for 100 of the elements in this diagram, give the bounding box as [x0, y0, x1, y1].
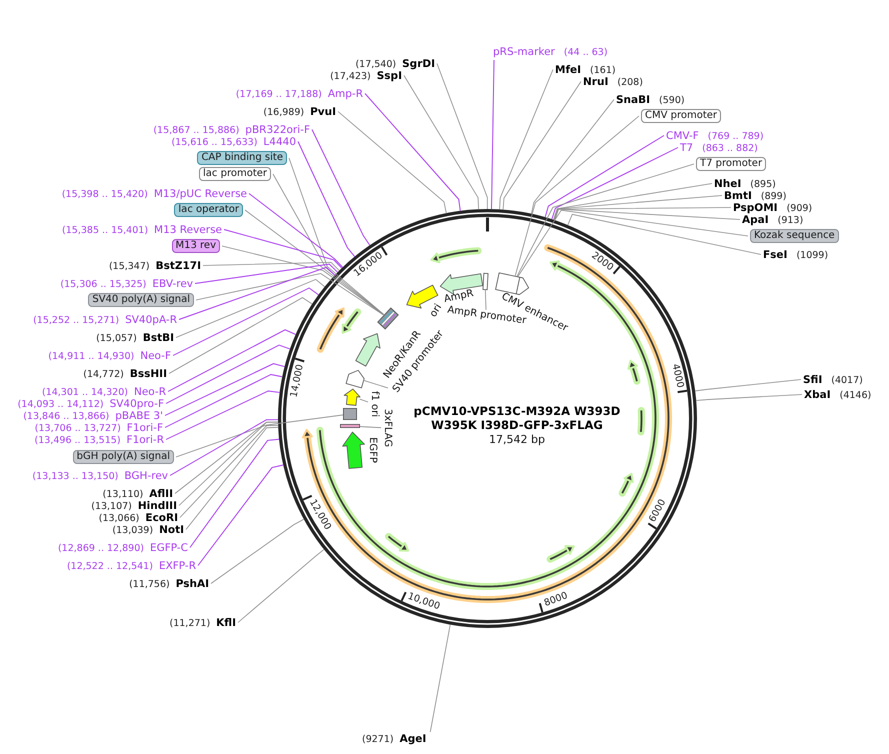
feature-label: bGH poly(A) signal — [72, 450, 174, 464]
restriction-site-label: XbaI (4146) — [804, 387, 872, 402]
leader-line — [176, 278, 326, 338]
leader-line — [170, 419, 278, 476]
primer-label: (12,522 .. 12,541) EXFP-R — [66, 558, 196, 573]
leader-line — [164, 363, 286, 416]
restriction-site-label: (14,772) BssHII — [83, 366, 167, 381]
leader-line — [288, 158, 384, 315]
restriction-site-label: (11,271) KflI — [170, 615, 236, 630]
restriction-site-label: MfeI (161) — [555, 62, 616, 77]
feature-label: lac operator — [174, 203, 243, 217]
restriction-site-label: SnaBI (590) — [616, 92, 685, 107]
primer-label: (15,867 .. 15,886) pBR322ori-F — [153, 122, 310, 137]
primer-label: (15,398 .. 15,420) M13/pUC Reverse — [62, 186, 247, 201]
leader-line — [484, 289, 486, 310]
leader-line — [516, 164, 694, 277]
leader-line — [190, 438, 280, 548]
scale-number: 4000 — [668, 362, 686, 390]
leader-line — [531, 99, 614, 214]
feature-block — [343, 408, 357, 420]
primer-label: (15,306 .. 15,325) EBV-rev — [60, 276, 193, 291]
leader-line — [196, 273, 384, 316]
leader-line — [202, 262, 340, 271]
primer-label: (12,869 .. 12,890) EGFP-C — [58, 540, 188, 555]
feature-label: 3xFLAG — [381, 408, 394, 448]
leader-line — [514, 116, 640, 276]
leader-line — [166, 344, 290, 404]
leader-line — [224, 229, 342, 269]
leader-line — [491, 60, 494, 210]
restriction-site-label: FseI (1099) — [763, 247, 828, 262]
restriction-site-label: (17,423) SspI — [330, 68, 402, 83]
leader-line — [248, 193, 344, 268]
leader-line — [168, 297, 312, 374]
restriction-site-label: (16,989) PvuI — [263, 104, 336, 119]
leader-line — [553, 183, 712, 220]
primer-label: (14,301 .. 14,320) Neo-R — [42, 384, 166, 399]
leader-line — [272, 174, 384, 315]
leader-line — [553, 195, 722, 220]
leader-line — [178, 266, 336, 320]
primer-label: (13,133 .. 13,150) BGH-rev — [32, 468, 168, 483]
leader-line — [430, 624, 451, 732]
leader-line — [198, 464, 284, 566]
restriction-site-label: ApaI (913) — [742, 212, 804, 227]
leader-line — [518, 210, 748, 277]
leader-line — [238, 549, 324, 623]
restriction-site-label: NheI (895) — [714, 176, 776, 191]
leader-line — [210, 518, 304, 584]
primer-label: (17,169 .. 17,188) Amp-R — [236, 86, 363, 101]
leader-line — [364, 93, 461, 212]
leader-line — [544, 135, 664, 218]
plasmid-size: 17,542 bp — [489, 433, 545, 447]
restriction-site-label: PspOMI (909) — [733, 200, 812, 215]
scale-number: 6000 — [647, 497, 670, 524]
feature-label: Kozak sequence — [750, 229, 839, 243]
directional-feature — [346, 368, 366, 388]
primer-label: (13,706 .. 13,727) F1ori-F — [34, 420, 163, 435]
restriction-site-label: (15,057) BstBI — [96, 330, 174, 345]
leader-line — [551, 147, 678, 220]
primer-label: CMV-F (769 .. 789) — [666, 128, 764, 143]
leader-line — [404, 75, 479, 210]
leader-line — [180, 424, 278, 518]
leader-line — [244, 210, 384, 316]
primer-label: (14,093 .. 14,112) SV40pro-F — [18, 396, 164, 411]
primer-label: (14,911 .. 14,930) Neo-F — [48, 348, 171, 363]
primer-label: (15,616 .. 15,633) L4440 — [171, 134, 296, 149]
leader-line — [176, 414, 344, 458]
restriction-site-label: (15,347) BstZ17I — [108, 258, 201, 273]
leader-line — [338, 111, 447, 214]
primer-label: T7 (863 .. 882) — [680, 140, 758, 155]
leader-line — [166, 390, 280, 440]
restriction-site-label: (13,110) AflII — [102, 486, 173, 501]
leader-line — [186, 426, 279, 530]
scale-number: 14,000 — [288, 363, 306, 398]
primer-label: (15,385 .. 15,401) M13 Reverse — [62, 222, 222, 237]
plasmid-name: pCMV10-VPS13C-M392A W393D W395K I398D-GFP-3xFLAG — [412, 404, 622, 432]
restriction-site-label: NruI (208) — [583, 74, 643, 89]
restriction-site-label: (9271) AgeI — [362, 731, 426, 746]
primer-label: (13,496 .. 13,515) F1ori-R — [34, 432, 164, 447]
leader-line — [567, 214, 762, 255]
directional-feature — [343, 388, 361, 406]
restriction-site-label: (13,039) NotI — [112, 522, 184, 537]
feature-label: ori — [427, 302, 445, 320]
leader-line — [696, 394, 802, 401]
restriction-site-label: (17,540) SgrDI — [355, 56, 435, 71]
leader-line — [363, 380, 388, 388]
feature-label: lac promoter — [199, 167, 271, 181]
primer-label: (15,252 .. 15,271) SV40pA-R — [33, 312, 177, 327]
leader-line — [168, 329, 296, 392]
leader-line — [499, 69, 554, 210]
feature-label: EGFP — [366, 437, 378, 463]
leader-line — [312, 129, 370, 246]
leader-line — [436, 63, 488, 210]
restriction-site-label: (11,756) PshAI — [129, 576, 209, 591]
restriction-site-label: (13,107) HindIII — [91, 498, 177, 513]
leader-line — [194, 264, 338, 284]
leader-line — [359, 398, 368, 402]
restriction-site-label: BmtI (899) — [724, 188, 786, 203]
leader-line — [502, 81, 582, 210]
leader-line — [222, 246, 384, 316]
leader-line — [172, 287, 319, 356]
